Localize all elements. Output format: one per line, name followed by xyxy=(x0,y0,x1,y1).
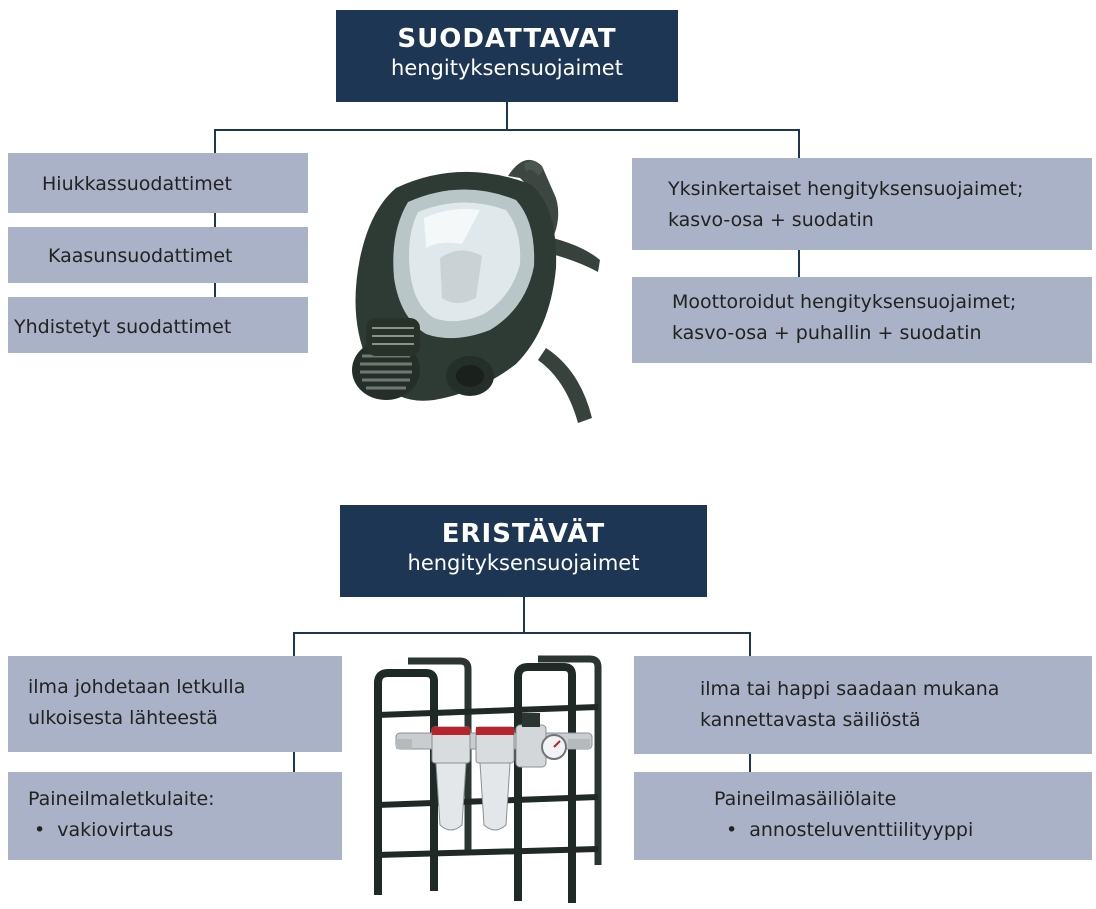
device-type-bullet: annosteluventtiilityyppi xyxy=(714,815,1092,846)
filter-type-label: Yhdistetyt suodattimet xyxy=(14,316,232,338)
isolating-header: ERISTÄVÄT hengityksensuojaimet xyxy=(340,505,707,597)
respirator-mask-image xyxy=(352,159,600,423)
filtering-header: SUODATTAVAT hengityksensuojaimet xyxy=(336,10,678,102)
respirator-type-line: Moottoroidut hengityksensuojaimet; xyxy=(672,291,1017,313)
filter-type-label: Kaasunsuodattimet xyxy=(48,245,233,267)
isolating-title: ERISTÄVÄT xyxy=(441,519,606,549)
filter-type-box: Yhdistetyt suodattimet xyxy=(8,297,308,353)
respirator-type-line: kasvo-osa + suodatin xyxy=(668,209,874,231)
connector xyxy=(214,129,216,307)
filter-type-label: Hiukkassuodattimet xyxy=(42,173,232,195)
respirator-type-line: kasvo-osa + puhallin + suodatin xyxy=(672,322,982,344)
supply-type-line: ilma tai happi saadaan mukana xyxy=(700,678,1000,700)
device-type-box: Paineilmasäiliölaite annosteluventtiilit… xyxy=(634,772,1092,860)
filtering-title: SUODATTAVAT xyxy=(397,24,617,54)
respirator-type-line: Yksinkertaiset hengityksensuojaimet; xyxy=(668,178,1024,200)
connector xyxy=(214,129,800,131)
filter-type-box: Kaasunsuodattimet xyxy=(8,227,308,283)
supply-type-line: ilma johdetaan letkulla xyxy=(28,676,246,698)
device-type-bullet: vakiovirtaus xyxy=(28,815,342,846)
connector xyxy=(523,597,525,633)
isolating-subtitle: hengityksensuojaimet xyxy=(407,551,640,575)
supply-type-box: ilma tai happi saadaan mukana kannettava… xyxy=(634,656,1092,754)
device-type-line: Paineilmasäiliölaite xyxy=(714,788,897,810)
supply-type-line: ulkoisesta lähteestä xyxy=(28,707,218,729)
connector xyxy=(506,102,508,130)
device-type-box: Paineilmaletkulaite: vakiovirtaus xyxy=(8,772,342,860)
air-filter-unit-image xyxy=(374,655,602,903)
connector xyxy=(293,632,751,634)
respirator-type-box: Moottoroidut hengityksensuojaimet; kasvo… xyxy=(632,277,1092,363)
device-type-line: Paineilmaletkulaite: xyxy=(28,788,215,810)
supply-type-box: ilma johdetaan letkulla ulkoisesta lähte… xyxy=(8,656,342,752)
filtering-subtitle: hengityksensuojaimet xyxy=(391,56,623,80)
respirator-type-box: Yksinkertaiset hengityksensuojaimet; kas… xyxy=(632,158,1092,250)
filter-type-box: Hiukkassuodattimet xyxy=(8,153,308,213)
supply-type-line: kannettavasta säiliöstä xyxy=(700,709,921,731)
